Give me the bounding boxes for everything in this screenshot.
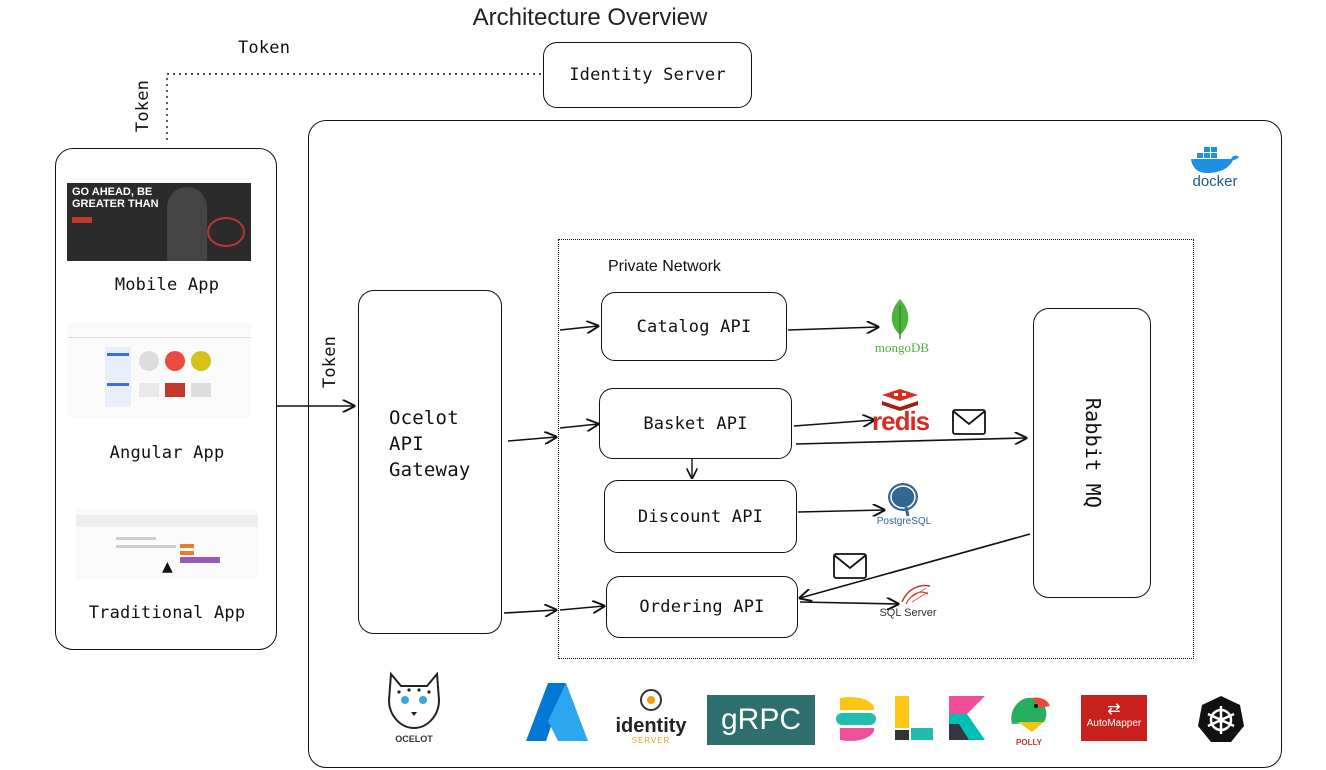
cursor-icon: ▲: [162, 559, 173, 575]
private-network-label: Private Network: [608, 258, 721, 275]
polly-logo-text: POLLY: [1016, 738, 1042, 747]
client-label-traditional: Traditional App: [88, 603, 246, 623]
mongodb-label: mongoDB: [874, 340, 930, 355]
gateway-to-ordering-arrow: [503, 610, 556, 613]
redis-icon: [882, 389, 918, 411]
discount-to-postgres-arrow: [797, 510, 884, 512]
identity-server-label: Identity Server: [569, 65, 726, 85]
postgresql-label: PostgreSQL: [876, 516, 932, 527]
docker-host-panel: docker: [308, 120, 1282, 768]
basket-to-redis-arrow: [793, 420, 874, 426]
ordering-to-sqlserver-arrow: [799, 602, 898, 604]
grpc-logo-text: gRPC: [720, 703, 802, 736]
client-label-angular: Angular App: [109, 443, 225, 463]
basket-api-label: Basket API: [643, 413, 748, 434]
identity-logo-icon: [640, 689, 662, 711]
rabbit-to-ordering-arrow: [800, 533, 1031, 598]
envelope-icon: [833, 553, 867, 579]
envelope-icon: [952, 409, 986, 435]
sqlserver-label: SQL Server: [879, 607, 937, 619]
identity-server-box[interactable]: Identity Server: [543, 42, 752, 108]
client-apps-panel: GO AHEAD, BE GREATER THAN Mobile App Ang…: [55, 148, 277, 650]
ordering-api-label: Ordering API: [639, 597, 765, 617]
to-catalog-arrow: [559, 326, 598, 330]
identity-logo-text: identity: [615, 715, 687, 737]
catalog-api-label: Catalog API: [636, 316, 752, 337]
logstash-icon: [895, 696, 933, 740]
discount-api-label: Discount API: [637, 506, 764, 527]
discount-api-box[interactable]: Discount API: [604, 480, 797, 553]
ocelot-gateway-box[interactable]: Ocelot API Gateway: [358, 290, 502, 634]
to-ordering-arrow: [559, 606, 604, 610]
gateway-line1: Ocelot: [389, 407, 459, 429]
catalog-api-box[interactable]: Catalog API: [601, 292, 787, 361]
token-label-top: Token: [238, 38, 291, 58]
banner-text-line2: GREATER THAN: [72, 198, 159, 210]
identity-logo-subtext: SERVER: [631, 736, 671, 745]
automapper-logo: ⇄ AutoMapper: [1081, 695, 1147, 741]
gateway-line3: Gateway: [389, 459, 471, 481]
docker-whale-icon: [1191, 147, 1239, 173]
gateway-line2: API: [389, 433, 424, 455]
diagram-title: Architecture Overview: [472, 4, 708, 31]
traditional-app-screenshot: ▲: [76, 509, 258, 579]
rabbitmq-label: Rabbit MQ: [1081, 397, 1105, 509]
elastic-icon: [836, 697, 876, 741]
docker-label: docker: [1192, 173, 1238, 190]
postgresql-elephant-icon: [888, 483, 918, 517]
kubernetes-icon: [1198, 696, 1244, 742]
redis-label: redis: [872, 406, 930, 436]
automapper-logo-text: AutoMapper: [1086, 718, 1142, 729]
token-label-vertical-client: Token: [133, 79, 153, 133]
banner-text-line1: GO AHEAD, BE: [72, 186, 153, 198]
basket-api-box[interactable]: Basket API: [599, 388, 792, 459]
to-basket-arrow: [559, 424, 598, 428]
polly-logo: POLLY: [1004, 692, 1054, 747]
client-label-mobile: Mobile App: [114, 275, 220, 295]
grpc-logo: gRPC: [707, 695, 815, 745]
ocelot-logo-text: OCELOT: [395, 734, 433, 744]
gateway-to-network-arrow: [507, 437, 556, 441]
ocelot-logo: OCELOT: [383, 670, 445, 744]
azure-icon: [526, 683, 588, 741]
ocelot-cat-icon: [387, 671, 441, 730]
catalog-to-mongo-arrow: [787, 327, 878, 330]
mongodb-leaf-icon: [891, 299, 909, 339]
identity-server-logo: identity SERVER: [608, 688, 694, 745]
mobile-app-screenshot: GO AHEAD, BE GREATER THAN: [67, 177, 251, 261]
ordering-api-box[interactable]: Ordering API: [606, 576, 798, 638]
automapper-shuffle-icon: ⇄: [1107, 699, 1121, 718]
rabbitmq-box[interactable]: Rabbit MQ: [1033, 308, 1151, 598]
sqlserver-icon: [901, 584, 931, 605]
basket-to-rabbit-arrow: [795, 438, 1026, 445]
angular-app-screenshot: [67, 323, 251, 417]
kibana-icon: [949, 696, 985, 740]
token-dotted-line: [166, 73, 543, 140]
polly-parrot-icon: [1011, 697, 1050, 732]
private-network-boundary: [558, 239, 1194, 659]
